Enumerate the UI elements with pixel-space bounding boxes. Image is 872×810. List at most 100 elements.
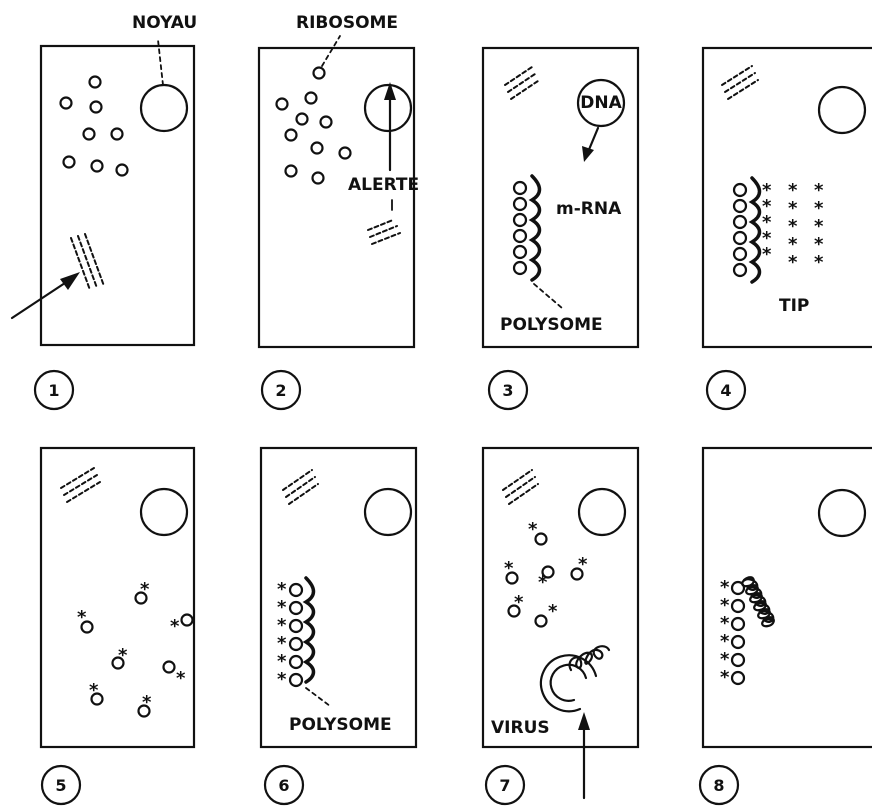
- ribosome: [534, 532, 548, 546]
- step-marker: [705, 369, 747, 411]
- alert-arrowhead: [384, 82, 396, 100]
- tip-molecule: *: [814, 216, 824, 237]
- ribosome-leader: [321, 35, 341, 67]
- step-number: 6: [278, 776, 289, 795]
- tip-molecule: *: [140, 579, 150, 600]
- polysome-ribosomes: [732, 182, 748, 278]
- polysome-leader: [533, 283, 563, 309]
- panel-6: * * * * * * POLYSOME 6: [259, 446, 418, 806]
- step-number: 2: [275, 381, 286, 400]
- tip-molecule: *: [548, 601, 558, 622]
- step-marker: [698, 764, 740, 806]
- tip-molecule: *: [788, 198, 798, 219]
- step-number: 8: [713, 776, 724, 795]
- panel-3: DNA m-RNA POLYSOME 3: [481, 46, 640, 411]
- ribosome: [730, 670, 746, 686]
- ribosome: [288, 672, 304, 688]
- cell-outline: [39, 44, 196, 347]
- tip-molecule: *: [578, 554, 588, 575]
- ribosome: [338, 146, 352, 160]
- tip-molecule: *: [814, 252, 824, 273]
- tip-molecule: *: [170, 616, 180, 637]
- ribosome: [310, 141, 324, 155]
- polysome-ribosomes: [512, 180, 528, 276]
- tip-molecule: *: [720, 631, 730, 652]
- tip-bound-ribosomes: [505, 532, 584, 628]
- label-dna: DNA: [580, 93, 622, 113]
- step-number: 1: [48, 381, 59, 400]
- ribosome: [275, 97, 289, 111]
- label-virus: VIRUS: [491, 718, 550, 738]
- panel-7: * * * * * * VIRUS 7: [481, 446, 640, 806]
- mrna-strand: [748, 176, 762, 284]
- ribosome: [730, 652, 746, 668]
- cell-outline: [701, 46, 872, 349]
- tip-molecule: *: [762, 180, 772, 201]
- ribosome: [512, 244, 528, 260]
- ribosome: [304, 91, 318, 105]
- infection-arrowhead: [578, 712, 590, 730]
- step-number: 3: [502, 381, 513, 400]
- polysome-leader: [305, 687, 331, 707]
- transcription-arrowhead: [582, 146, 594, 162]
- ribosome: [512, 196, 528, 212]
- ribosome: [570, 567, 584, 581]
- cell-outline: [701, 446, 872, 749]
- tip-molecule: *: [142, 692, 152, 713]
- ribosome: [110, 127, 124, 141]
- tip-molecule: *: [788, 252, 798, 273]
- signal-dashes: [721, 65, 759, 100]
- nucleus: [363, 487, 413, 537]
- panel-8: * * * * * * 8: [698, 446, 872, 806]
- tip-molecule: *: [720, 577, 730, 598]
- ribosome: [732, 246, 748, 262]
- ribosome: [311, 171, 325, 185]
- tip-molecule: *: [118, 645, 128, 666]
- tip-molecule: *: [277, 597, 287, 618]
- ribosome: [90, 159, 104, 173]
- tip-molecule: *: [77, 607, 87, 628]
- ribosome-cluster: [275, 66, 352, 185]
- mrna-strand: [528, 174, 542, 282]
- tip-molecule: *: [788, 216, 798, 237]
- label-ribosome: RIBOSOME: [296, 13, 398, 33]
- ribosome: [541, 565, 555, 579]
- tip-molecule: *: [176, 668, 186, 689]
- ribosome: [295, 112, 309, 126]
- step-number: 4: [720, 381, 731, 400]
- virus: [539, 645, 611, 713]
- ribosome: [59, 96, 73, 110]
- nucleus: [577, 487, 627, 537]
- tip-molecule: *: [514, 592, 524, 613]
- signal-dashes: [60, 467, 101, 503]
- tip-molecule: *: [720, 613, 730, 634]
- tip-molecule: *: [762, 196, 772, 217]
- ribosome: [284, 164, 298, 178]
- step-marker: [263, 764, 305, 806]
- ribosome: [732, 182, 748, 198]
- ribosome: [90, 692, 104, 706]
- ribosome: [512, 228, 528, 244]
- ribosome: [89, 100, 103, 114]
- ribosome: [288, 582, 304, 598]
- tip-molecule: *: [720, 667, 730, 688]
- step-marker: [487, 369, 529, 411]
- ribosome: [137, 704, 151, 718]
- ribosome: [134, 591, 148, 605]
- label-noyau: NOYAU: [132, 13, 197, 33]
- tip-molecule: *: [720, 649, 730, 670]
- ribosome: [111, 656, 125, 670]
- label-tip: TIP: [779, 296, 809, 316]
- tip-molecule: *: [788, 180, 798, 201]
- viral-rna-coil: [741, 576, 775, 628]
- signal-dashes: [70, 233, 105, 291]
- tip-molecule: *: [277, 651, 287, 672]
- tip-tags: * * * * * * *: [77, 579, 186, 713]
- tip-molecule: *: [762, 228, 772, 249]
- ribosome: [507, 604, 521, 618]
- polysome-ribosomes: [730, 580, 746, 686]
- ribosome: [732, 262, 748, 278]
- ribosome: [730, 634, 746, 650]
- ribosome: [732, 214, 748, 230]
